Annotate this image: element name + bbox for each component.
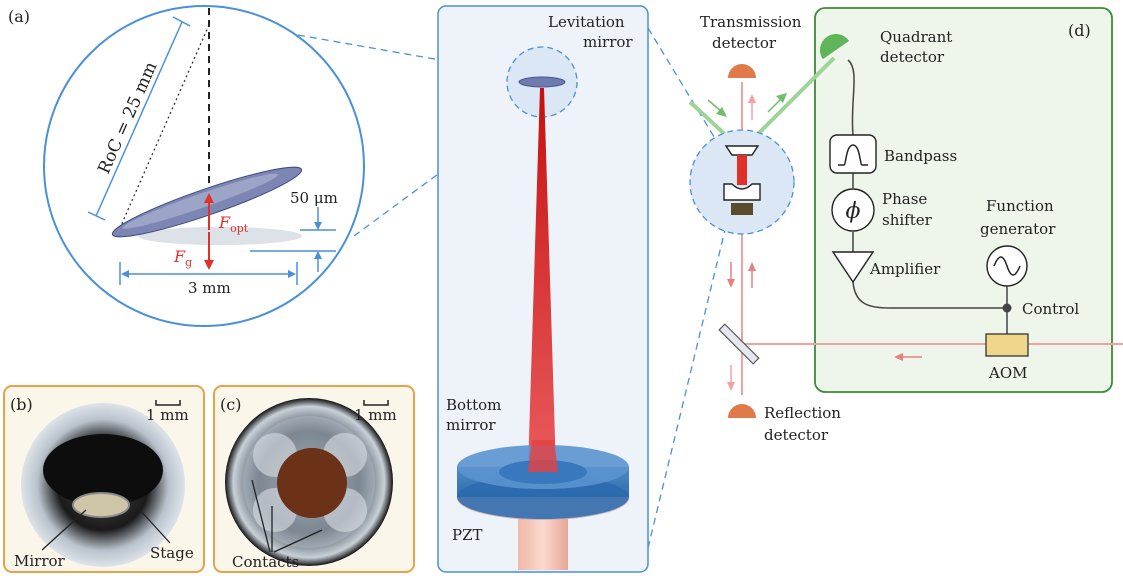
quadrant-label-1: Quadrant	[880, 28, 952, 46]
stage-pointer	[139, 509, 171, 544]
center-panel: Levitation mirror Bottom mirror PZT	[437, 5, 649, 573]
mirror-shadow	[138, 227, 302, 245]
roc-tick-top	[172, 16, 191, 27]
bandpass-label: Bandpass	[884, 147, 957, 165]
cavity-beam	[737, 155, 747, 185]
scale-label-c: 1 mm	[354, 406, 397, 424]
cavity-pzt	[731, 203, 753, 215]
reflection-label-2: detector	[764, 426, 829, 444]
f-opt-arrowhead	[204, 193, 214, 203]
probe-arrowhead-in	[716, 107, 727, 117]
photo-b-mirror	[72, 492, 130, 518]
levitation-mirror	[518, 76, 566, 88]
panel-c-tag: (c)	[220, 395, 241, 414]
quadrant-label-2: detector	[880, 48, 945, 66]
bottom-mirror-label-1: Bottom	[446, 396, 501, 414]
zoom-line-d-top	[647, 27, 723, 151]
beam-splitter	[718, 323, 760, 365]
bandpass-box	[829, 134, 877, 174]
zoom-line-a-top	[297, 34, 521, 75]
beam-arrowhead-up-mid	[748, 262, 756, 271]
probe-arrowhead-out	[776, 93, 787, 103]
mirror-pointer	[41, 509, 87, 551]
roc-tick-bottom	[87, 211, 106, 221]
laser-beam	[528, 88, 556, 470]
transmission-detector-icon	[728, 64, 756, 78]
panel-d-tag: (d)	[1068, 21, 1091, 40]
panel-c: (c) 1 mm Contacts	[213, 385, 415, 573]
scale-bar-c	[363, 400, 389, 406]
pzt-label: PZT	[452, 526, 483, 544]
mirror-highlight	[122, 173, 278, 229]
transmission-label-1: Transmission	[700, 13, 802, 31]
stage-label: Stage	[150, 544, 194, 562]
contacts-label: Contacts	[232, 553, 299, 571]
reflection-label-1: Reflection	[764, 404, 841, 422]
panel-b: (b) 1 mm Mirror Stage	[3, 385, 205, 573]
radius-line	[119, 24, 210, 229]
photo-b-opening	[43, 434, 163, 506]
contact-pointer-3	[273, 529, 323, 553]
cavity-bottom-mirror	[723, 183, 761, 201]
panel-d: (d) Transmission detector Reflection det…	[688, 7, 1123, 444]
bottom-mirror-label-2: mirror	[446, 416, 496, 434]
beam-arrowhead-up-top	[748, 94, 756, 103]
panel-a: (a) RoC = 25 mm Fopt Fg 50 μm	[8, 5, 365, 327]
panel-b-tag: (b)	[10, 395, 33, 414]
laser-beam-base	[528, 440, 558, 472]
width-arrow-right	[288, 270, 296, 278]
levitation-label-1: Levitation	[548, 13, 625, 31]
bandpass-icon	[838, 144, 868, 166]
phase-shifter-circle	[831, 188, 875, 232]
width-label: 3 mm	[188, 279, 231, 297]
beam-arrowhead-down-low	[727, 382, 735, 391]
function-label-2: generator	[980, 220, 1056, 238]
control-node	[1002, 303, 1012, 313]
cavity-top-mirror	[724, 145, 760, 156]
sine-wave-icon	[993, 256, 1021, 276]
f-opt-label: Fopt	[218, 213, 249, 235]
probe-arrow-out	[767, 97, 783, 113]
roc-dimension-line	[95, 21, 183, 217]
width-arrow-left	[121, 270, 129, 278]
horizontal-arrowhead	[894, 353, 903, 361]
gap-arrowhead-top	[314, 222, 322, 230]
function-label-1: Function	[986, 197, 1054, 215]
f-g-arrowhead	[204, 260, 214, 270]
amplifier-triangle	[831, 251, 875, 284]
photo-c-mirror	[277, 448, 347, 518]
beam-arrowhead-down-mid	[727, 279, 735, 288]
contact-pointer-1	[251, 479, 271, 553]
gap-label: 50 μm	[290, 189, 338, 207]
reflection-detector-icon	[728, 404, 756, 418]
quadrant-detector-icon	[820, 34, 850, 60]
signal-line	[847, 59, 1006, 309]
phase-shifter-symbol: ϕ	[846, 199, 861, 224]
phase-label-1: Phase	[882, 190, 927, 208]
amplifier-label: Amplifier	[869, 260, 941, 278]
zoom-line-d-bottom	[647, 229, 726, 549]
mirror-label: Mirror	[14, 552, 66, 570]
scale-label-b: 1 mm	[146, 406, 189, 424]
panel-a-tag: (a)	[8, 7, 30, 26]
aom-label: AOM	[988, 364, 1028, 382]
levitation-label-2: mirror	[583, 33, 633, 51]
f-g-label: Fg	[173, 247, 192, 269]
scale-bar-b	[155, 400, 181, 406]
aom-box	[985, 333, 1029, 357]
control-label: Control	[1022, 300, 1079, 318]
transmission-label-2: detector	[712, 34, 777, 52]
phase-label-2: shifter	[882, 211, 933, 229]
panel-d-frame	[814, 7, 1113, 393]
zoom-circle-a	[43, 5, 365, 327]
gap-arrowhead-bottom	[314, 251, 322, 259]
